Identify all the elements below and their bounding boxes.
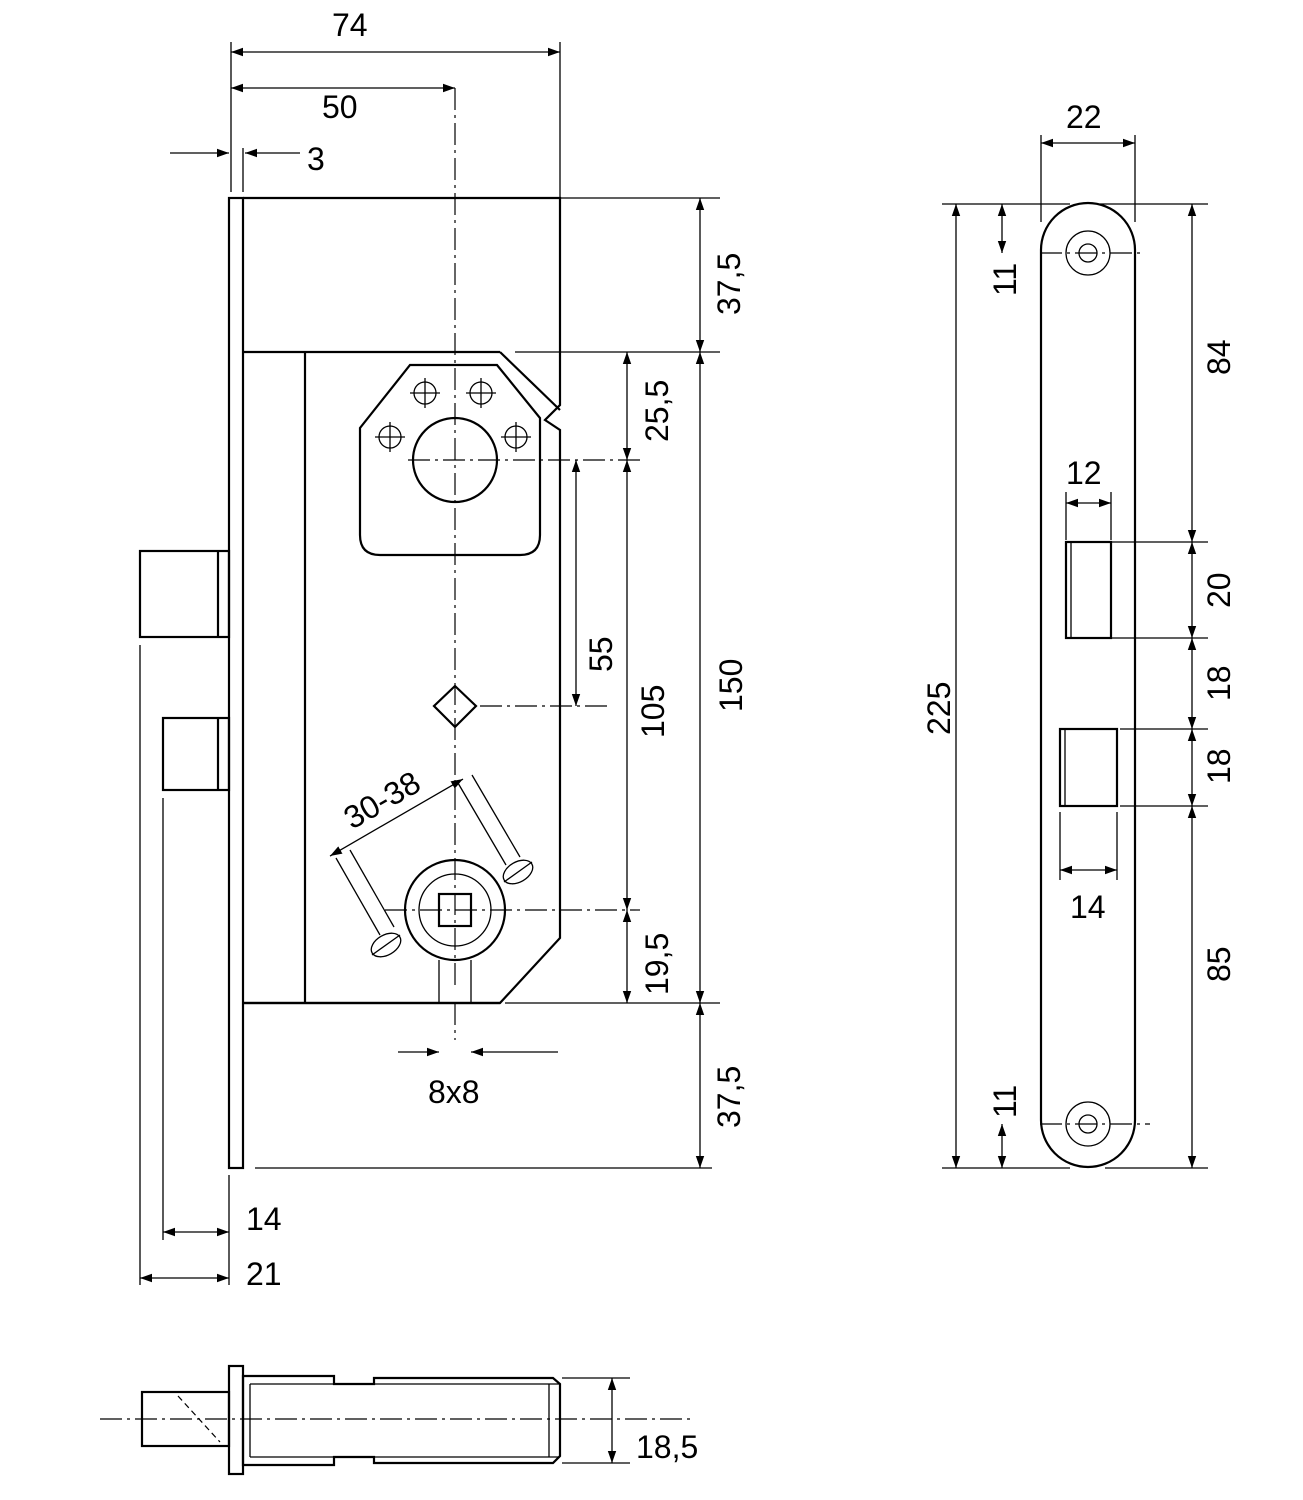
dim-18-b: 18 — [1201, 748, 1237, 784]
dim-12: 12 — [1066, 455, 1102, 491]
dead-bolt — [161, 716, 231, 792]
dim-19-5: 19,5 — [639, 933, 675, 995]
top-section-view: 18,5 — [100, 1364, 698, 1476]
dim-50: 50 — [322, 89, 358, 125]
dim-25-5: 25,5 — [639, 380, 675, 442]
dim-84: 84 — [1201, 339, 1237, 375]
dim-18-5: 18,5 — [636, 1429, 698, 1465]
dim-14-bolt: 14 — [246, 1201, 282, 1237]
dim-37-5-top: 37,5 — [711, 253, 747, 315]
latch-bolt — [138, 549, 231, 639]
latch-slot — [1064, 540, 1113, 640]
dim-37-5-bottom: 37,5 — [711, 1066, 747, 1128]
dim-105: 105 — [635, 685, 671, 738]
screw-holes — [375, 378, 531, 452]
dim-225: 225 — [921, 682, 957, 735]
front-dimensions: 74 50 3 37,5 25,5 55 105 150 19,5 37,5 3… — [140, 7, 749, 1292]
dim-18-a: 18 — [1201, 665, 1237, 701]
dim-3: 3 — [307, 141, 325, 177]
angled-slot-left — [335, 849, 402, 958]
cylinder-cam-plate — [358, 363, 542, 557]
dim-8x8: 8x8 — [428, 1074, 480, 1110]
faceplate-outline — [1039, 201, 1137, 1169]
dim-150: 150 — [713, 659, 749, 712]
case-bevel-top — [499, 351, 561, 411]
angled-slot-right — [457, 774, 534, 885]
faceplate-dimensions: 22 11 225 84 12 20 18 18 14 85 11 — [921, 99, 1237, 1169]
faceplate — [227, 196, 245, 1170]
section-faceplate — [227, 1364, 245, 1476]
front-view — [138, 88, 720, 1285]
dim-85: 85 — [1201, 946, 1237, 982]
lock-case-outline — [243, 196, 562, 1005]
dim-20: 20 — [1201, 572, 1237, 608]
dim-55: 55 — [583, 636, 619, 672]
dim-22: 22 — [1066, 99, 1102, 135]
section-case — [241, 1374, 562, 1467]
dim-14-slot: 14 — [1070, 889, 1106, 925]
dim-11-bottom: 11 — [987, 1085, 1023, 1118]
dim-11-top: 11 — [987, 263, 1023, 296]
dim-21-bolt: 21 — [246, 1256, 282, 1292]
dim-74: 74 — [332, 7, 368, 43]
deadbolt-slot — [1058, 727, 1119, 808]
faceplate-view — [1039, 201, 1150, 1169]
